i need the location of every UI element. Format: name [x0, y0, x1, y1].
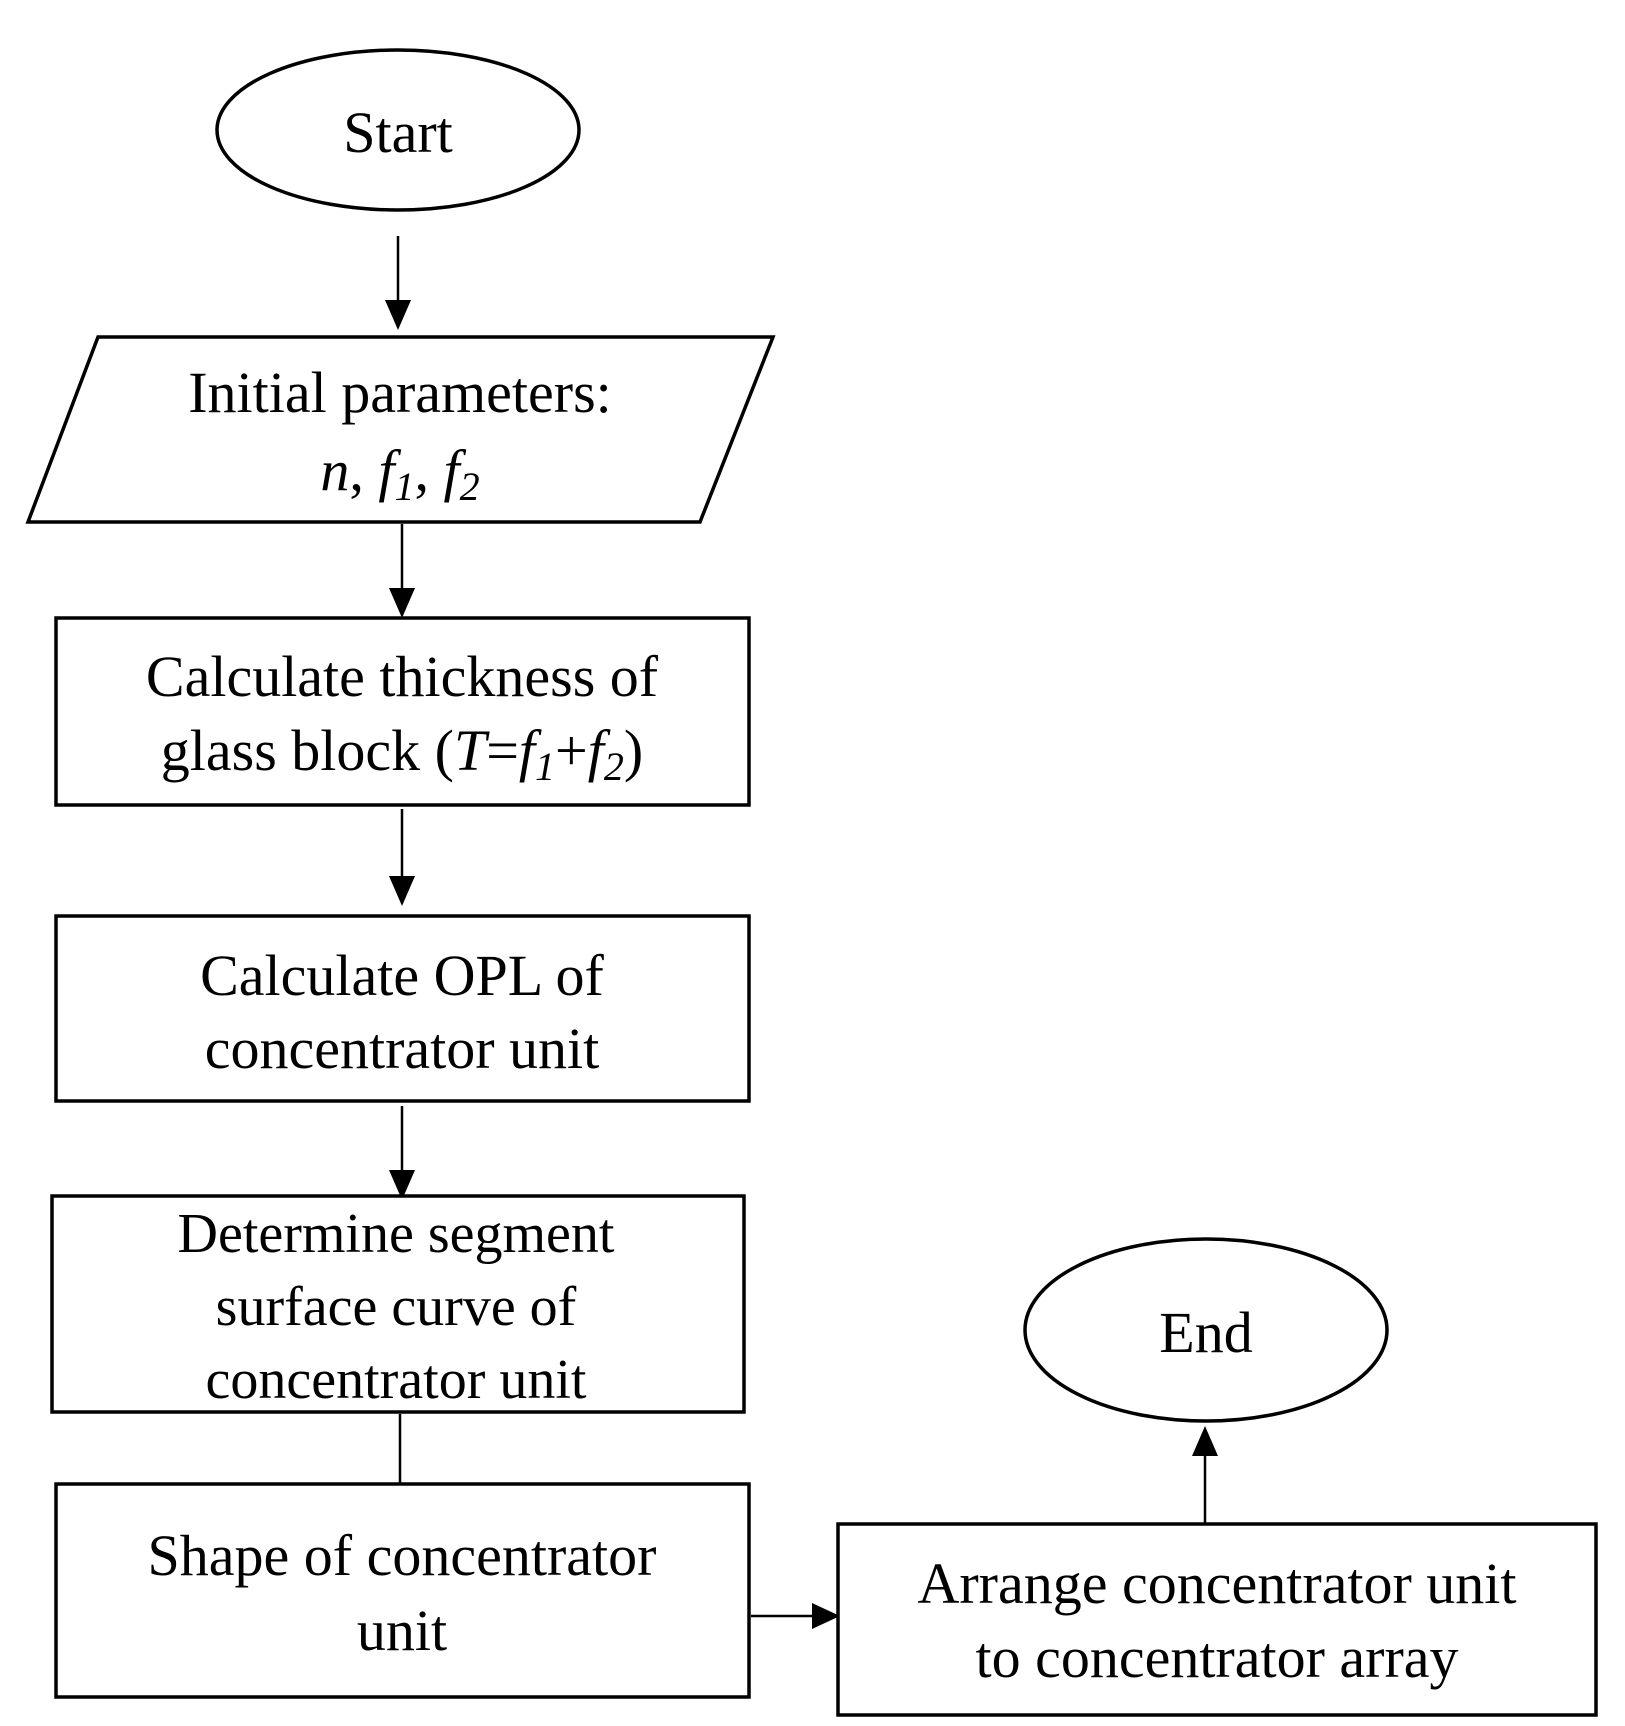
arrowhead	[385, 300, 411, 330]
thickness-label-line1: Calculate thickness of	[146, 644, 659, 709]
start-label: Start	[343, 100, 453, 165]
connector-arrange-to-end	[1192, 1426, 1218, 1524]
opl-label-line1: Calculate OPL of	[200, 943, 604, 1008]
segment-label-line1: Determine segment	[178, 1203, 615, 1265]
thickness-box	[54, 616, 751, 807]
thickness-prefix: glass block (	[161, 718, 454, 783]
arrowhead	[389, 1170, 415, 1200]
start-ellipse	[215, 48, 581, 212]
end-label: End	[1159, 1300, 1252, 1365]
shape-label-line1: Shape of concentrator	[148, 1523, 657, 1588]
end-node: End	[1023, 1237, 1389, 1423]
start-node: Start	[215, 48, 581, 212]
connector-start-to-input	[385, 236, 411, 330]
var-T: T	[454, 718, 490, 783]
var-n: n	[320, 438, 349, 503]
thickness-label-line2: glass block (T=f1+f2)	[161, 718, 643, 789]
opl-label-line2: concentrator unit	[205, 1016, 600, 1081]
shape-box	[54, 1482, 751, 1699]
arrowhead	[812, 1603, 840, 1629]
input-parameters-node: Initial parameters: n, f1, f2	[25, 335, 776, 524]
arrowhead	[1192, 1426, 1218, 1456]
opl-box	[54, 914, 751, 1103]
segment-box	[50, 1194, 746, 1414]
input-label-line1: Initial parameters:	[188, 360, 612, 425]
thickness-process-node: Calculate thickness of glass block (T=f1…	[54, 616, 751, 807]
arrowhead	[389, 876, 415, 906]
arrange-box	[836, 1522, 1598, 1717]
shape-label-line2: unit	[357, 1598, 447, 1663]
var-f2-subscript: 2	[460, 464, 480, 509]
arrange-label-line2: to concentrator array	[975, 1625, 1458, 1690]
arrange-process-node: Arrange concentrator unit to concentrato…	[836, 1522, 1598, 1717]
connector-shape-to-arrange	[751, 1603, 840, 1629]
arrowhead	[389, 588, 415, 618]
close-paren: )	[624, 718, 643, 783]
end-ellipse	[1023, 1237, 1389, 1423]
connector-opl-to-segment	[389, 1106, 415, 1200]
segment-process-node: Determine segment surface curve of conce…	[50, 1194, 746, 1414]
opl-process-node: Calculate OPL of concentrator unit	[54, 914, 751, 1103]
segment-label-line3: concentrator unit	[206, 1349, 587, 1411]
var-separator: ,	[349, 438, 378, 503]
segment-label-line2: surface curve of	[216, 1276, 577, 1338]
var-f1-subscript: 1	[535, 744, 555, 789]
shape-process-node: Shape of concentrator unit	[54, 1482, 751, 1699]
var-f1-subscript: 1	[395, 464, 415, 509]
equals-sign: =	[486, 718, 519, 783]
arrange-label-line1: Arrange concentrator unit	[917, 1551, 1516, 1616]
plus-sign: +	[555, 718, 588, 783]
var-f2-subscript: 2	[604, 744, 624, 789]
connector-input-to-thickness	[389, 524, 415, 618]
connector-thickness-to-opl	[389, 809, 415, 906]
input-parallelogram	[25, 335, 776, 524]
var-separator: ,	[415, 438, 444, 503]
